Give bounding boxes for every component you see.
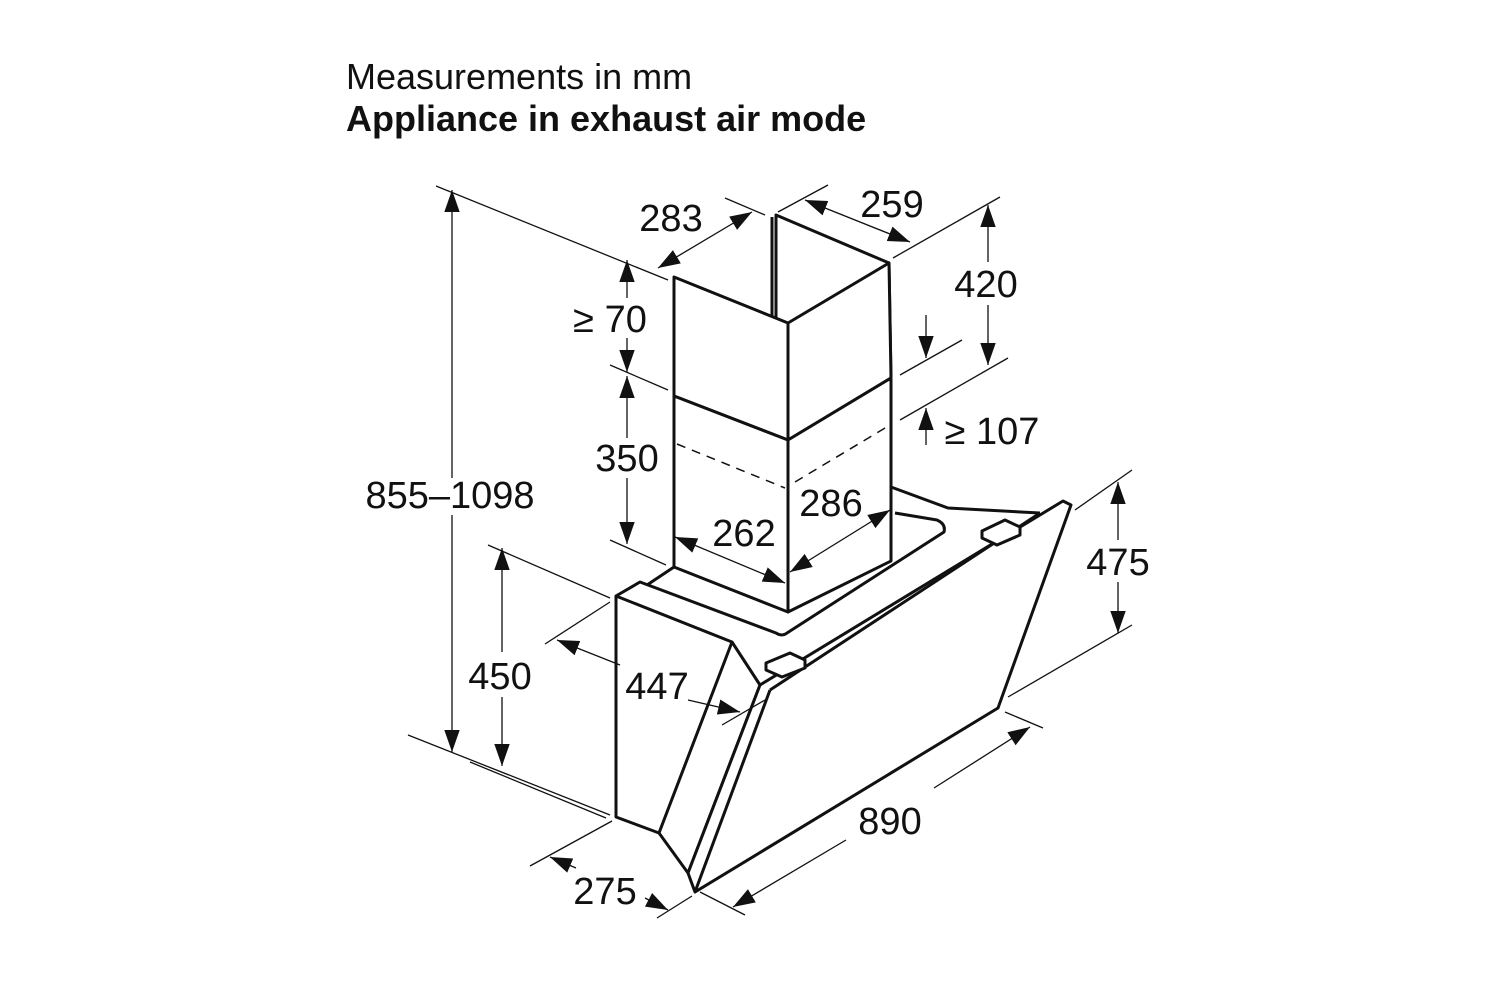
dim-body-height: 450 bbox=[468, 656, 531, 698]
dimension-lines bbox=[444, 190, 1126, 911]
dim-inner-chimney-depth: 262 bbox=[712, 513, 775, 555]
hinge-icon bbox=[764, 518, 1022, 679]
hood-body bbox=[614, 485, 1073, 894]
dim-body-depth: 447 bbox=[625, 666, 688, 708]
dim-upper-chimney-height: 420 bbox=[954, 264, 1017, 306]
dim-width: 890 bbox=[858, 801, 921, 843]
dim-side-depth: 275 bbox=[573, 871, 636, 913]
dim-inner-chimney-width: 286 bbox=[799, 483, 862, 525]
diagram-title: Appliance in exhaust air mode bbox=[346, 98, 867, 139]
dim-min-overlap-bottom: ≥ 107 bbox=[945, 411, 1040, 453]
dim-lower-chimney-height: 350 bbox=[595, 438, 658, 480]
dim-min-overlap-top: ≥ 70 bbox=[573, 299, 647, 341]
dim-glass-height: 475 bbox=[1086, 542, 1149, 584]
dim-chimney-width: 259 bbox=[860, 184, 923, 226]
measurements-subtitle: Measurements in mm bbox=[346, 56, 693, 97]
dim-chimney-depth: 283 bbox=[639, 198, 702, 240]
chimney bbox=[672, 213, 893, 614]
dim-total-height: 855–1098 bbox=[365, 475, 534, 517]
